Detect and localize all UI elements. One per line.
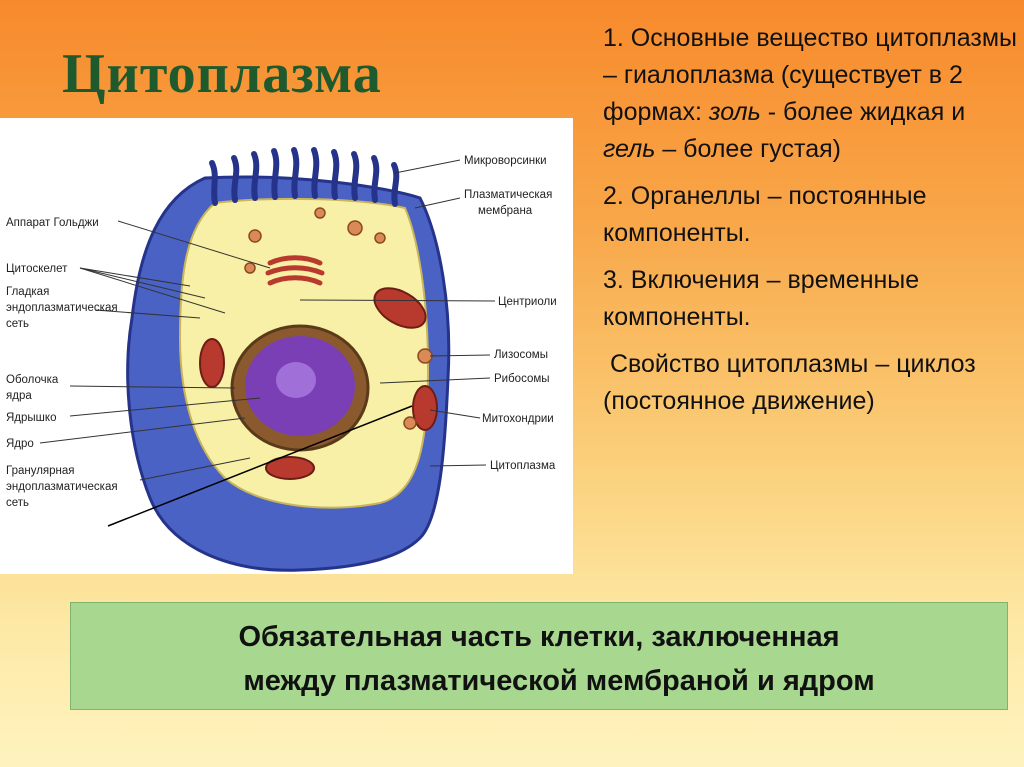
nucleolus <box>276 362 316 398</box>
point-3: 3. Включения – временные компоненты. <box>603 266 920 331</box>
definition-box: Обязательная часть клетки, заключенная м… <box>70 602 1008 710</box>
definition-line-2: между плазматической мембраной и ядром <box>243 665 875 697</box>
slide-title: Цитоплазма <box>62 43 382 105</box>
point-1: 1. Основные вещество цитоплазмы – гиалоп… <box>603 24 1017 163</box>
point-2: 2. Органеллы – постоянные компоненты. <box>603 182 927 247</box>
label-mitochondria: Митохондрии <box>482 413 554 425</box>
label-centrioles: Центриоли <box>498 296 557 308</box>
label-smooth-er-3: сеть <box>6 318 29 330</box>
label-plasma-membrane-2: мембрана <box>478 205 533 217</box>
label-lysosomes: Лизосомы <box>494 349 548 361</box>
mitochondria <box>199 287 438 480</box>
microvilli <box>209 147 400 207</box>
label-rough-er-2: эндоплазматическая <box>6 481 118 493</box>
definition-line-1: Обязательная часть клетки, заключенная <box>238 621 840 653</box>
cell-diagram: Аппарат Гольджи Цитоскелет Гладкая эндоп… <box>0 118 573 574</box>
label-smooth-er-2: эндоплазматическая <box>6 302 118 314</box>
golgi <box>265 255 325 286</box>
label-ribosomes: Рибосомы <box>494 373 550 385</box>
label-nuclear-envelope-1: Оболочка <box>6 374 59 386</box>
lysosomes <box>244 207 433 430</box>
label-golgi: Аппарат Гольджи <box>6 217 99 229</box>
label-cytoskeleton: Цитоскелет <box>6 263 68 275</box>
key-points: 1. Основные вещество цитоплазмы – гиалоп… <box>603 20 1018 420</box>
label-cytoplasm: Цитоплазма <box>490 460 556 472</box>
point-4: Свойство цитоплазмы – циклоз (постоянное… <box>603 350 983 415</box>
label-plasma-membrane-1: Плазматическая <box>464 189 552 201</box>
label-nucleolus: Ядрышко <box>6 412 56 424</box>
label-nucleus: Ядро <box>6 438 34 450</box>
label-rough-er-3: сеть <box>6 497 29 509</box>
label-nuclear-envelope-2: ядра <box>6 390 32 402</box>
label-smooth-er-1: Гладкая <box>6 286 49 298</box>
label-microvilli: Микроворсинки <box>464 155 547 167</box>
label-rough-er-1: Гранулярная <box>6 465 75 477</box>
